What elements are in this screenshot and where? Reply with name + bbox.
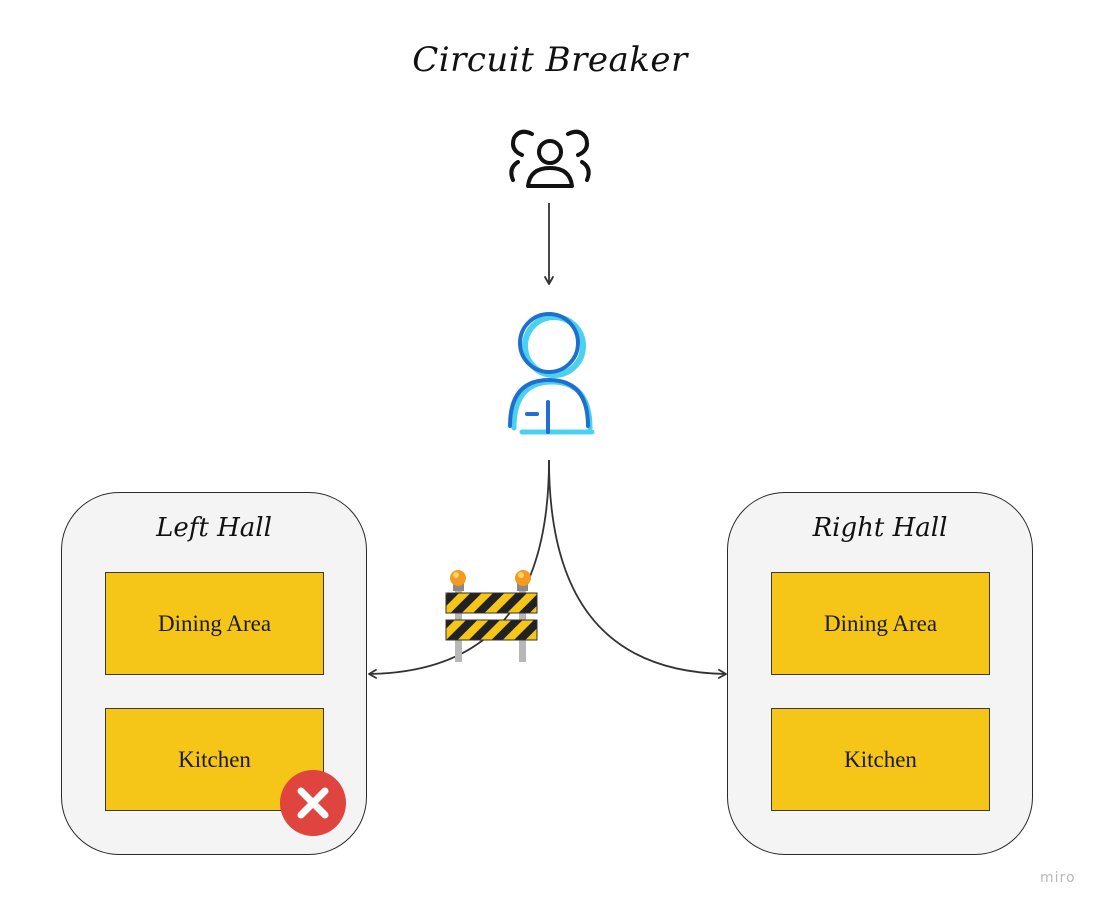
hall-label: Right Hall	[812, 513, 948, 543]
room-dining-area: Dining Area	[105, 572, 324, 675]
miro-watermark: miro	[1040, 870, 1076, 886]
diagram-title: Circuit Breaker	[412, 40, 688, 80]
hall-right: Right Hall Dining Area Kitchen	[727, 492, 1033, 855]
connector-gateway-to-left-hall	[368, 459, 550, 679]
room-kitchen: Kitchen	[771, 708, 990, 811]
user-person-icon	[508, 312, 595, 435]
room-dining-area: Dining Area	[771, 572, 990, 675]
error-badge	[280, 770, 346, 836]
road-barrier-icon	[445, 570, 538, 662]
hall-label: Left Hall	[156, 513, 272, 543]
close-icon	[280, 770, 346, 836]
users-group-icon	[509, 129, 591, 188]
connector-gateway-to-right-hall	[548, 459, 727, 679]
